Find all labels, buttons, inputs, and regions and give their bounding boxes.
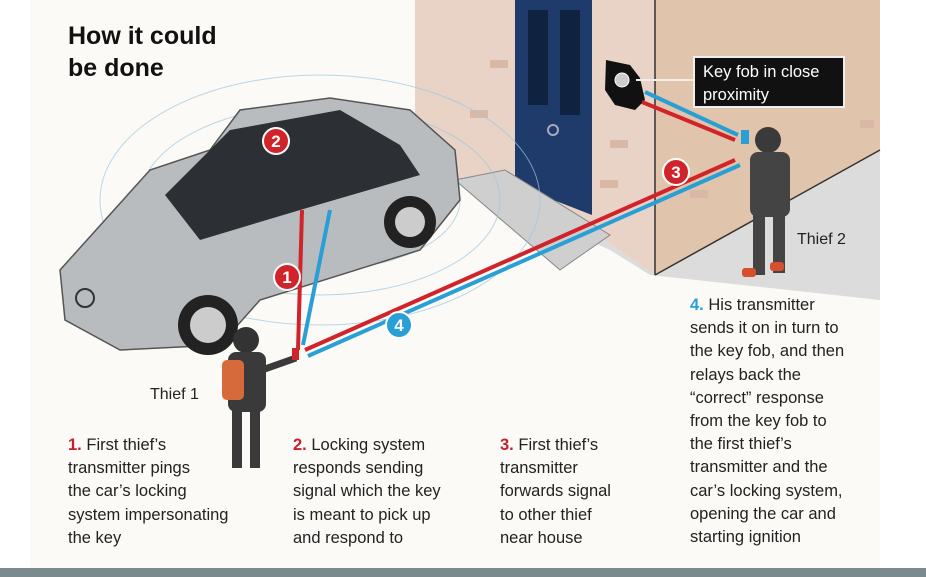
bottom-band bbox=[0, 568, 926, 577]
red-arrow-fob bbox=[641, 100, 736, 142]
step-number: 4. bbox=[690, 296, 704, 314]
step-1-caption: 1. First thief’s transmitter pings the c… bbox=[68, 434, 228, 550]
caption-line: transmitter pings bbox=[68, 459, 190, 478]
caption-line: the key bbox=[68, 528, 122, 547]
callout-line-1: Key fob in close bbox=[703, 63, 820, 81]
callout-line-2: proximity bbox=[703, 86, 770, 104]
step-number: 2. bbox=[293, 436, 307, 454]
blue-arrow-4 bbox=[307, 163, 741, 358]
caption-line: sends it on in turn to bbox=[690, 319, 839, 338]
doorstep bbox=[453, 169, 611, 271]
caption-line: the first thief’s bbox=[690, 435, 792, 454]
thief-2-label: Thief 2 bbox=[797, 231, 846, 248]
caption-line: to other thief bbox=[500, 505, 592, 524]
caption-line: signal which the key bbox=[293, 482, 441, 501]
step-3-caption: 3. First thief’s transmitter forwards si… bbox=[500, 434, 611, 550]
step-number: 3. bbox=[500, 436, 514, 454]
caption-line: forwards signal bbox=[500, 482, 611, 501]
blue-arrow-fob bbox=[644, 90, 739, 137]
front-door bbox=[515, 0, 592, 215]
step-number: 1. bbox=[68, 436, 82, 454]
signal-arrows bbox=[296, 90, 741, 358]
page-title: How it could be done bbox=[68, 20, 217, 84]
badge-2: 2 bbox=[262, 127, 290, 155]
caption-line: First thief’s bbox=[86, 436, 167, 454]
badge-3: 3 bbox=[662, 158, 690, 186]
thief-1 bbox=[222, 327, 299, 468]
caption-line: is meant to pick up bbox=[293, 505, 431, 524]
badge-4: 4 bbox=[385, 311, 413, 339]
title-line-2: be done bbox=[68, 54, 164, 82]
red-arrow-3 bbox=[304, 158, 736, 352]
caption-line: car’s locking system, bbox=[690, 481, 843, 500]
caption-line: transmitter bbox=[500, 459, 578, 478]
thief-1-label: Thief 1 bbox=[150, 386, 199, 403]
caption-line: starting ignition bbox=[690, 528, 801, 547]
caption-line: and respond to bbox=[293, 528, 404, 547]
caption-line: “correct” response bbox=[690, 388, 824, 407]
caption-line: responds sending bbox=[293, 459, 424, 478]
caption-line: relays back the bbox=[690, 365, 801, 384]
thief-2 bbox=[741, 127, 790, 277]
step-2-caption: 2. Locking system responds sending signa… bbox=[293, 434, 441, 550]
key-fob-callout: Key fob in close proximity bbox=[693, 56, 845, 108]
caption-line: near house bbox=[500, 528, 583, 547]
caption-line: transmitter and the bbox=[690, 458, 828, 477]
caption-line: from the key fob to bbox=[690, 412, 827, 431]
car bbox=[59, 97, 461, 355]
caption-line: His transmitter bbox=[708, 296, 815, 314]
blue-arrow-2 bbox=[301, 209, 332, 346]
caption-line: system impersonating bbox=[68, 505, 229, 524]
caption-line: opening the car and bbox=[690, 504, 836, 523]
caption-line: First thief’s bbox=[518, 436, 599, 454]
title-line-1: How it could bbox=[68, 22, 217, 50]
caption-line: the car’s locking bbox=[68, 482, 187, 501]
step-4-caption: 4. His transmitter sends it on in turn t… bbox=[690, 294, 844, 549]
caption-line: Locking system bbox=[311, 436, 426, 454]
badge-1: 1 bbox=[273, 263, 301, 291]
caption-line: the key fob, and then bbox=[690, 342, 845, 361]
